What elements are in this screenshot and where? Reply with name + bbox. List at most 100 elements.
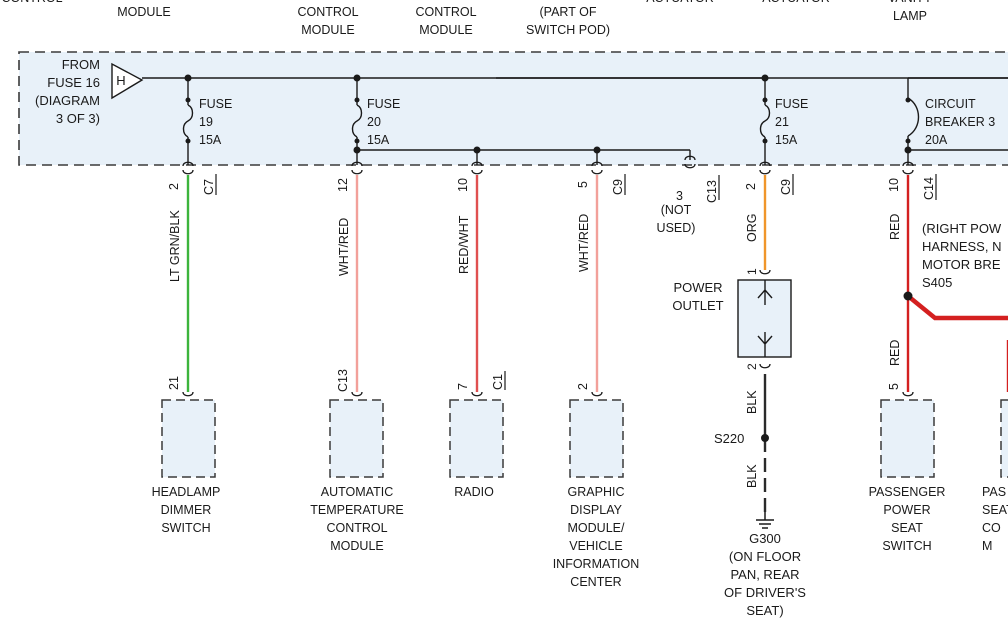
header-actuator-1: ACTUATOR bbox=[646, 0, 714, 5]
text-line: SEAT bbox=[891, 521, 923, 535]
wire-label-wht-red-1: WHT/RED bbox=[337, 218, 351, 276]
text-line: TEMPERATURE bbox=[310, 503, 404, 517]
conn-c1: C1 bbox=[491, 374, 505, 390]
conn-c13-a: C13 bbox=[705, 180, 719, 203]
text-line: POWER bbox=[883, 503, 930, 517]
panel-connector-pins bbox=[182, 155, 914, 175]
text-line: FROM bbox=[62, 57, 100, 72]
text-line: CONTROL bbox=[113, 0, 174, 1]
header-actuator-2: ACTUATOR bbox=[762, 0, 830, 5]
wire-label-red-2: RED bbox=[888, 340, 902, 366]
header-heater-module-1: HEATERCONTROLMODULE bbox=[297, 0, 358, 37]
ground-g300 bbox=[756, 512, 774, 529]
fuse-21-name: FUSE bbox=[775, 97, 808, 111]
header-heater-module-2: HEATERCONTROLMODULE bbox=[415, 0, 476, 37]
text-line: CENTER bbox=[570, 575, 621, 589]
pin-3: 3 bbox=[676, 189, 683, 203]
text-line: SWITCH bbox=[882, 539, 931, 553]
conn-c9-a: C9 bbox=[611, 179, 625, 195]
pin-5-seat: 5 bbox=[887, 383, 901, 390]
text-line: MOTOR BRE bbox=[922, 257, 1001, 272]
pin-7: 7 bbox=[456, 383, 470, 390]
headlamp-label: HEADLAMP DIMMER SWITCH bbox=[152, 485, 221, 535]
wire-red-branch bbox=[906, 294, 1008, 321]
fuse-19-name: FUSE bbox=[199, 97, 232, 111]
component-pin-labels: 21 C13 7 C1 2 5 bbox=[167, 369, 901, 392]
text-line: VEHICLE bbox=[569, 539, 623, 553]
text-line: MODULE/ bbox=[568, 521, 625, 535]
text-line: DISPLAY bbox=[570, 503, 623, 517]
pin-2-c9: 2 bbox=[744, 183, 758, 190]
breaker-3-name: CIRCUIT bbox=[925, 97, 976, 111]
text-line: OUTLET bbox=[672, 298, 723, 313]
text-line: (NOT bbox=[661, 203, 692, 217]
text-line: SEAT bbox=[982, 503, 1008, 517]
fuse-19-number: 19 bbox=[199, 115, 213, 129]
fuse-19-rating: 15A bbox=[199, 133, 222, 147]
atc-box bbox=[329, 399, 384, 478]
breaker-3-rating: 20A bbox=[925, 133, 948, 147]
text-line: DIMMER bbox=[161, 503, 212, 517]
text-line: CONTROL bbox=[326, 521, 387, 535]
splice-s405-dot bbox=[903, 291, 913, 301]
text-line: SWITCH bbox=[161, 521, 210, 535]
header-control-module: CONTROL MODULE bbox=[113, 0, 174, 19]
wire-label-blk-2: BLK bbox=[745, 464, 759, 488]
text-line: RADIO bbox=[454, 485, 494, 499]
pin-10-c9: 10 bbox=[456, 178, 470, 192]
text-line: PASSENGER bbox=[869, 485, 946, 499]
text-line: SWITCH bbox=[543, 0, 592, 1]
text-line: INFORMATION bbox=[553, 557, 640, 571]
text-line: MODULE bbox=[301, 23, 354, 37]
text-line: CO bbox=[982, 521, 1001, 535]
fuse-20-rating: 15A bbox=[367, 133, 390, 147]
fuse-labels: FUSE 19 15A FUSE 20 15A FUSE 21 15A CIRC… bbox=[199, 97, 995, 147]
outlet-pin-1: 1 bbox=[745, 268, 759, 275]
text-line: HARNESS, N bbox=[922, 239, 1001, 254]
pin-10-c14: 10 bbox=[887, 178, 901, 192]
conn-c7: C7 bbox=[202, 179, 216, 195]
fuse-20-number: 20 bbox=[367, 115, 381, 129]
text-line: MODULE bbox=[117, 5, 170, 19]
connector-h-label: H bbox=[116, 73, 125, 88]
not-used-label: (NOT USED) bbox=[657, 203, 696, 235]
pin-21: 21 bbox=[167, 376, 181, 390]
text-line: CONTROL bbox=[415, 5, 476, 19]
text-line: USED) bbox=[657, 221, 696, 235]
wires bbox=[186, 175, 1008, 512]
graphic-box bbox=[569, 399, 624, 478]
text-line: SEAT) bbox=[746, 603, 783, 618]
header-vanity-lamp: VANITYLAMP bbox=[888, 0, 933, 23]
radio-label: RADIO bbox=[454, 485, 494, 499]
text-line: PAN, REAR bbox=[730, 567, 799, 582]
wire-label-lt-grn-blk: LT GRN/BLK bbox=[168, 210, 182, 282]
text-line: VANITY bbox=[888, 0, 933, 5]
conn-c14: C14 bbox=[922, 177, 936, 200]
text-line: CONTROL bbox=[1, 0, 62, 5]
pin-12: 12 bbox=[336, 178, 350, 192]
text-line: HEATER bbox=[303, 0, 353, 1]
fuse-20-name: FUSE bbox=[367, 97, 400, 111]
pin-5-c9: 5 bbox=[576, 181, 590, 188]
splice-s405-label: S405 bbox=[922, 275, 952, 290]
pin-2-c7: 2 bbox=[167, 183, 181, 190]
text-line: (ON FLOOR bbox=[729, 549, 801, 564]
wire-labels: LT GRN/BLK WHT/RED RED/WHT WHT/RED ORG R… bbox=[168, 210, 902, 488]
connector-h: H bbox=[111, 62, 144, 100]
text-line: ACTUATOR bbox=[646, 0, 714, 5]
text-line: HEATER bbox=[421, 0, 471, 1]
text-line: G300 bbox=[749, 531, 781, 546]
text-line: ACTUATOR bbox=[762, 0, 830, 5]
text-line: 3 OF 3) bbox=[56, 111, 100, 126]
text-line: HEADLAMP bbox=[152, 485, 221, 499]
